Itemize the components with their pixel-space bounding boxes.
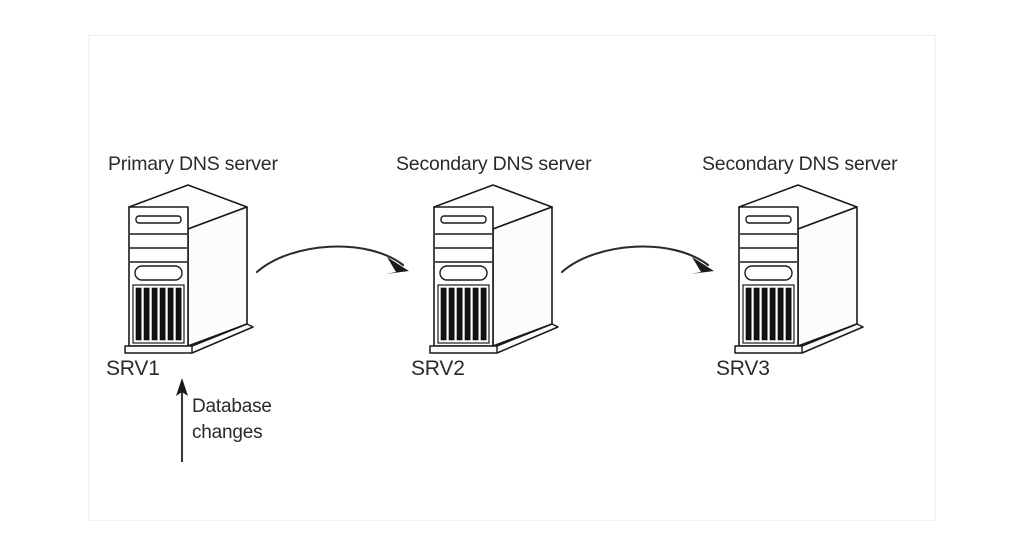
connector-zone-transfer-1 [255, 245, 411, 276]
annotation-line-2: changes [192, 422, 262, 443]
node-srv3-name-label: SRV3 [716, 357, 770, 380]
node-srv2-name-label: SRV2 [411, 357, 465, 380]
annotation-line-1: Database [192, 396, 272, 417]
connector-zone-transfer-2 [560, 245, 716, 276]
node-srv2[interactable]: Secondary DNS server SRV2 [396, 153, 592, 380]
node-srv3-role-label: Secondary DNS server [702, 153, 898, 175]
server-tower-icon [734, 184, 864, 354]
node-srv1-name-label: SRV1 [106, 357, 160, 380]
server-tower-icon [429, 184, 559, 354]
node-srv2-role-label: Secondary DNS server [396, 153, 592, 175]
node-srv3[interactable]: Secondary DNS server SRV3 [702, 153, 898, 380]
server-tower-icon [124, 184, 254, 354]
node-srv1-role-label: Primary DNS server [108, 153, 278, 175]
annotation-database-changes: Database changes [176, 378, 272, 462]
node-srv1[interactable]: Primary DNS server SRV1 [106, 153, 279, 380]
arrow-up-icon [176, 378, 188, 396]
